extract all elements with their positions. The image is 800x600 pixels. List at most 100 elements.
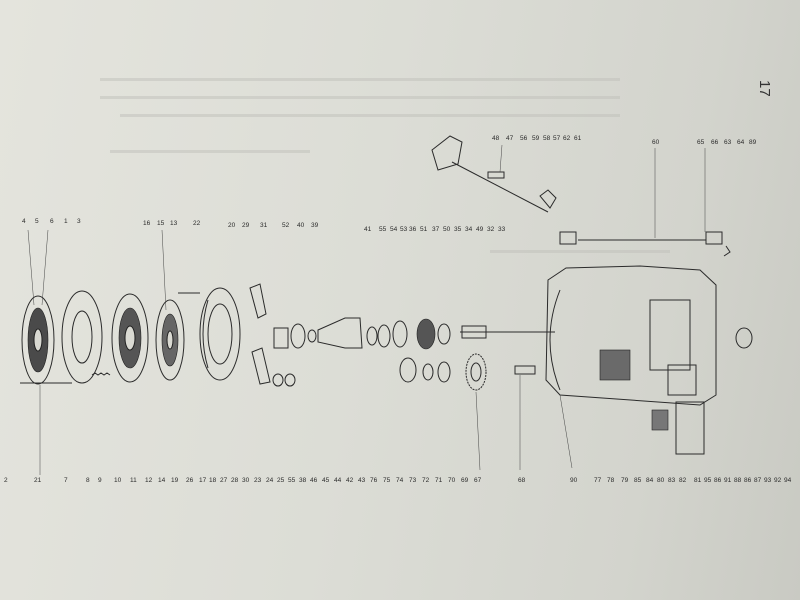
part-label: 38: [299, 477, 307, 484]
labels-left-top: 4 5 6 1 3 16 15 13 22 20 29 31 52 40 39: [22, 218, 319, 229]
labels-upper-middle: 41 55 54 53 36 51 37 50 35 34 49 32 33: [364, 226, 506, 233]
part-label: 34: [465, 226, 473, 233]
part-label: 73: [409, 477, 417, 484]
part-label: 85: [634, 477, 642, 484]
part-label: 78: [607, 477, 615, 484]
part-label: 23: [254, 477, 262, 484]
part-label: 7: [64, 477, 68, 484]
part-label: 33: [498, 226, 506, 233]
part-label: 26: [186, 477, 194, 484]
part-label: 8: [86, 477, 90, 484]
part-label: 67: [474, 477, 482, 484]
mainshaft: [460, 325, 555, 375]
part-label: 71: [435, 477, 443, 484]
part-label: 90: [570, 477, 578, 484]
bell-cover: [199, 287, 241, 381]
part-label: 10: [114, 477, 122, 484]
part-label: 17: [199, 477, 207, 484]
part-label: 55: [288, 477, 296, 484]
part-label: 24: [266, 477, 274, 484]
part-label: 43: [358, 477, 366, 484]
part-label: 56: [520, 135, 528, 142]
part-label: 72: [422, 477, 430, 484]
part-label: 64: [737, 139, 745, 146]
part-label: 62: [563, 135, 571, 142]
part-label: 84: [646, 477, 654, 484]
part-label: 82: [679, 477, 687, 484]
part-label: 59: [532, 135, 540, 142]
part-label: 2: [4, 477, 8, 484]
part-label: 22: [193, 220, 201, 227]
part-label: 48: [492, 135, 500, 142]
part-label: 60: [652, 139, 660, 146]
part-label: 12: [145, 477, 153, 484]
part-label: 15: [157, 220, 165, 227]
part-label: 53: [400, 226, 408, 233]
part-label: 30: [242, 477, 250, 484]
spring: [91, 372, 111, 376]
gear-set: [366, 318, 487, 391]
bleed-through-text: [100, 78, 670, 253]
part-label: 86: [744, 477, 752, 484]
part-label: 9: [98, 477, 102, 484]
fork-lever: [249, 283, 271, 385]
part-label: 1: [64, 218, 68, 225]
part-label: 29: [242, 222, 250, 229]
part-label: 14: [158, 477, 166, 484]
part-label: 92: [774, 477, 782, 484]
part-label: 86: [714, 477, 722, 484]
part-label: 76: [370, 477, 378, 484]
part-label: 81: [694, 477, 702, 484]
part-label: 77: [594, 477, 602, 484]
part-label: 11: [130, 477, 137, 484]
part-label: 93: [764, 477, 772, 484]
part-label: 35: [454, 226, 462, 233]
friction-disc: [155, 299, 185, 381]
part-label: 89: [749, 139, 757, 146]
part-label: 16: [143, 220, 151, 227]
shift-linkage: [431, 135, 731, 257]
part-label: 46: [310, 477, 318, 484]
bushings: [272, 373, 296, 387]
part-label: 40: [297, 222, 305, 229]
part-label: 50: [443, 226, 451, 233]
part-label: 69: [461, 477, 469, 484]
part-label: 21: [34, 477, 42, 484]
bearing-sleeve: [273, 323, 317, 349]
part-label: 36: [409, 226, 417, 233]
part-label: 95: [704, 477, 712, 484]
part-label: 63: [724, 139, 732, 146]
part-label: 66: [711, 139, 719, 146]
part-label: 52: [282, 222, 290, 229]
part-label: 57: [553, 135, 561, 142]
part-label: 83: [668, 477, 676, 484]
part-label: 39: [311, 222, 319, 229]
pressure-ring: [61, 290, 103, 384]
part-label: 79: [621, 477, 629, 484]
part-label: 19: [171, 477, 179, 484]
page-number: 17: [756, 80, 773, 97]
part-label: 3: [77, 218, 81, 225]
part-label: 94: [784, 477, 792, 484]
part-label: 41: [364, 226, 372, 233]
part-label: 25: [277, 477, 285, 484]
part-label: 18: [209, 477, 217, 484]
part-label: 61: [574, 135, 582, 142]
part-label: 55: [379, 226, 387, 233]
part-label: 87: [754, 477, 762, 484]
part-label: 13: [170, 220, 178, 227]
part-label: 80: [657, 477, 665, 484]
part-label: 44: [334, 477, 342, 484]
leader-lines: [27, 144, 706, 475]
part-label: 49: [476, 226, 484, 233]
labels-bottom: 2 21 7 8 9 10 11 12 14 19 26 17 18 27 28…: [4, 477, 792, 484]
part-label: 31: [260, 222, 268, 229]
labels-top-right: 48 47 56 59 58 57 62 61 60 65 66 63 64 8…: [492, 135, 757, 146]
side-cover: [651, 401, 705, 455]
housing-cone: [317, 317, 363, 349]
part-label: 37: [432, 226, 440, 233]
part-label: 47: [506, 135, 514, 142]
part-label: 42: [346, 477, 354, 484]
part-label: 51: [420, 226, 428, 233]
